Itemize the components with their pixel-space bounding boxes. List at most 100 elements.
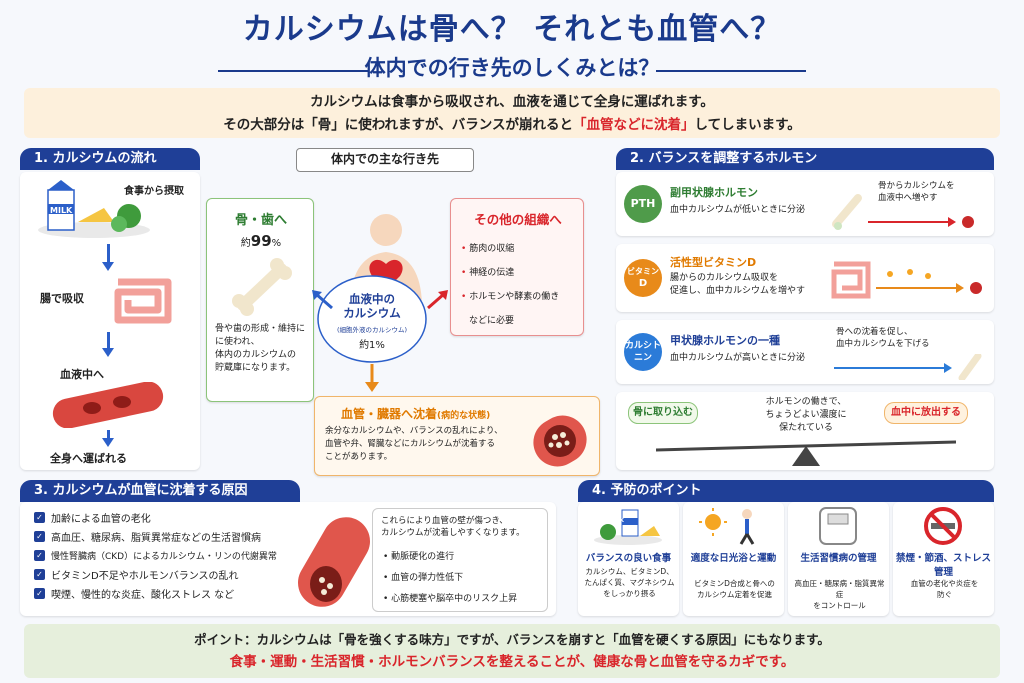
pth-badge: PTH — [624, 185, 662, 223]
prevention-desc-line: 高血圧・糖尿病・脂質異常症 — [794, 579, 885, 599]
cause-text: ビタミンD不足やホルモンバランスの乱れ — [51, 571, 239, 582]
prevention-card-lifestyle: 生活習慣病の管理 高血圧・糖尿病・脂質異常症をコントロール — [788, 502, 889, 616]
prevention-card-diet: MILK バランスの良い食事 カルシウム、ビタミンD、たんぱく質、マグネシウムを… — [578, 502, 679, 616]
arrow-to-other — [427, 290, 448, 310]
balance-text-2: ちょうどよい濃度に — [765, 410, 847, 420]
footer-line-1: ポイント：カルシウムは「骨を強くする味方」ですが、バランスを崩すと「血管を硬くす… — [194, 632, 830, 647]
prevention-heading: 4. 予防のポイント — [578, 480, 994, 502]
calcitonin-arrow — [834, 354, 982, 380]
diet-icon — [594, 509, 662, 545]
causes-list: ✓ 加齢による血管の老化 ✓ 高血圧、糖尿病、脂質異常症などの生活習慣病 ✓ 慢性腎臓… — [34, 508, 294, 603]
effect-item: • 血管の弾力性低下 — [383, 573, 464, 583]
blood-calcium-circle: 血液中の カルシウム (細胞外液のカルシウム) 約1% — [316, 274, 428, 364]
flow-arrow-line — [107, 244, 110, 262]
diet-milk-label: MILK — [610, 518, 624, 524]
flow-arrow-line-3 — [107, 430, 110, 440]
calcitonin-note-1: 骨への沈着を促し、 — [836, 327, 913, 337]
bone-card: 骨・歯へ 約99% 骨や歯の形成・維持に に使われ、 体内のカルシウムの 貯蔵庫… — [206, 198, 314, 402]
calcitonin-card: カルシトニン 甲状腺ホルモンの一種 血中カルシウムが高いときに分泌 骨への沈着を… — [616, 320, 994, 384]
other-item: • 神経の伝達 — [461, 268, 515, 278]
milk-label: MILK — [50, 206, 73, 215]
pth-card: PTH 副甲状腺ホルモン 血中カルシウムが低いときに分泌 骨からカルシウムを血液… — [616, 172, 994, 236]
bone-desc-4: 貯蔵庫になります。 — [215, 363, 296, 373]
blood-calcium-bg — [317, 275, 427, 363]
balance-text-1: ホルモンの働きで、 — [765, 397, 847, 407]
cause-text: 高血圧、糖尿病、脂質異常症などの生活習慣病 — [51, 533, 261, 544]
balance-release: 血中に放出する — [884, 402, 968, 424]
pth-note-2: 血液中へ増やす — [878, 193, 938, 203]
balance-card: 骨に取り込む 血中に放出する ホルモンの働きで、ちょうどよい濃度に保たれている — [616, 392, 994, 470]
causes-result-1: これらにより血管の壁が傷つき、 — [381, 516, 508, 526]
flow-step-absorb: 腸で吸収 — [40, 292, 84, 305]
prevention-desc: ビタミンD合成と骨へのカルシウム定着を促進 — [687, 578, 782, 600]
vitd-intestine-icon — [831, 261, 871, 299]
prevention-cards: MILK バランスの良い食事 カルシウム、ビタミンD、たんぱく質、マグネシウムを… — [578, 502, 994, 616]
flow-step-circulate: 全身へ運ばれる — [50, 452, 127, 465]
pth-desc: 血中カルシウムが低いときに分泌 — [670, 205, 806, 215]
bone-pct-value: 99 — [250, 232, 272, 250]
prevention-desc-line: ビタミンD合成と骨への — [694, 579, 775, 588]
balance-scale-icon — [656, 440, 956, 466]
prevention-desc-line: をしっかり摂る — [603, 589, 656, 598]
check-icon: ✓ — [34, 531, 45, 542]
bone-title: 骨・歯へ — [234, 213, 287, 228]
blood-calcium-pct: 約1% — [359, 340, 385, 351]
check-icon: ✓ — [34, 588, 45, 599]
bone-desc-3: 体内のカルシウムの — [215, 350, 297, 360]
calcitonin-badge: カルシトニン — [624, 333, 662, 371]
other-item-text: 神経の伝達 — [469, 268, 515, 278]
prevention-desc-line: カルシウム定着を促進 — [697, 590, 772, 599]
cause-text: 加齢による血管の老化 — [51, 514, 151, 525]
cause-item: ✓ 慢性腎臓病（CKD）によるカルシウム・リンの代謝異常 — [34, 546, 294, 565]
calcitonin-badge-1: カルシト — [624, 341, 661, 351]
intro-line-2: その大部分は「骨」に使われますが、バランスが崩れると「血管などに沈着」してしまい… — [24, 114, 1000, 137]
sun-walk-icon — [699, 508, 755, 545]
bone-description: 骨や歯の形成・維持に に使われ、 体内のカルシウムの 貯蔵庫になります。 — [215, 323, 311, 375]
prevention-card-exercise: 適度な日光浴と運動 ビタミンD合成と骨へのカルシウム定着を促進 — [683, 502, 784, 616]
prevention-desc-line: 防ぐ — [937, 590, 952, 599]
blood-title-2: カルシウム — [343, 306, 401, 320]
calcitonin-note-2: 血中カルシウムを下げる — [836, 339, 930, 349]
arrow-to-deposit — [365, 364, 379, 392]
causes-result: これらにより血管の壁が傷つき、カルシウムが沈着しやすくなります。 — [381, 515, 525, 539]
other-item: • 筋肉の収縮 — [461, 244, 515, 254]
flow-arrow-head — [102, 262, 114, 271]
prevention-title: 生活習慣病の管理 — [800, 553, 877, 564]
bone-pct-prefix: 約 — [240, 238, 251, 249]
vitd-desc-1: 腸からのカルシウム吸収を — [670, 273, 779, 283]
check-icon: ✓ — [34, 550, 45, 561]
intro-box: カルシウムは食事から吸収され、血液を通じて全身に運ばれます。 その大部分は「骨」… — [24, 88, 1000, 138]
flow-section: 1. カルシウムの流れ MILK 食事から摂取 腸で吸収 血液中へ 全 — [20, 148, 200, 470]
subtitle-rule-right — [656, 70, 806, 72]
flow-heading: 1. カルシウムの流れ — [20, 148, 200, 170]
check-icon: ✓ — [34, 569, 45, 580]
cause-text: 慢性腎臓病（CKD）によるカルシウム・リンの代謝異常 — [51, 552, 277, 562]
causes-result-box: これらにより血管の壁が傷つき、カルシウムが沈着しやすくなります。 • 動脈硬化の… — [372, 508, 548, 612]
vitd-badge-2: D — [638, 278, 648, 289]
flow-arrow-line-2 — [107, 332, 110, 348]
causes-heading: 3. カルシウムが血管に沈着する原因 — [20, 480, 300, 502]
prevention-title: 禁煙・節酒、ストレス管理 — [895, 553, 991, 578]
bone-desc-2: に使われ、 — [215, 337, 260, 347]
intro-line-1: カルシウムは食事から吸収され、血液を通じて全身に運ばれます。 — [310, 94, 714, 110]
prevention-desc-line: をコントロール — [813, 601, 866, 610]
arrow-to-bone — [312, 290, 333, 310]
destinations-heading: 体内での主な行き先 — [296, 148, 474, 172]
calcitonin-badge-2: ニン — [633, 353, 652, 363]
effect-item: • 心筋梗塞や脳卒中のリスク上昇 — [383, 594, 518, 604]
scale-icon — [819, 507, 857, 545]
other-item-text: 筋肉の収縮 — [469, 244, 515, 254]
blood-calcium-sub: (細胞外液のカルシウム) — [336, 326, 408, 334]
page-subtitle: 体内での行き先のしくみとは？ — [364, 56, 660, 80]
hormone-section: 2. バランスを調整するホルモン PTH 副甲状腺ホルモン 血中カルシウムが低い… — [616, 148, 994, 470]
intro-highlight: 「血管などに沈着」 — [573, 117, 695, 133]
prevention-desc: 高血圧・糖尿病・脂質異常症をコントロール — [792, 578, 887, 611]
vitd-desc-2: 促進し、血中カルシウムを増やす — [670, 286, 806, 296]
effects-list: • 動脈硬化の進行 • 血管の弾力性低下 • 心筋梗塞や脳卒中のリスク上昇 — [383, 547, 517, 610]
flow-card: MILK 食事から摂取 腸で吸収 血液中へ 全身へ運ばれる — [20, 172, 200, 470]
calcitonin-note: 骨への沈着を促し、血中カルシウムを下げる — [836, 326, 930, 350]
footer-line-2: 食事・運動・生活習慣・ホルモンバランスを整えることが、健康な骨と血管を守るカギで… — [229, 654, 795, 670]
footer-box: ポイント：カルシウムは「骨を強くする味方」ですが、バランスを崩すと「血管を硬くす… — [24, 624, 1000, 678]
intro-text-b: してしまいます。 — [694, 117, 801, 133]
bone-icon — [232, 258, 292, 316]
